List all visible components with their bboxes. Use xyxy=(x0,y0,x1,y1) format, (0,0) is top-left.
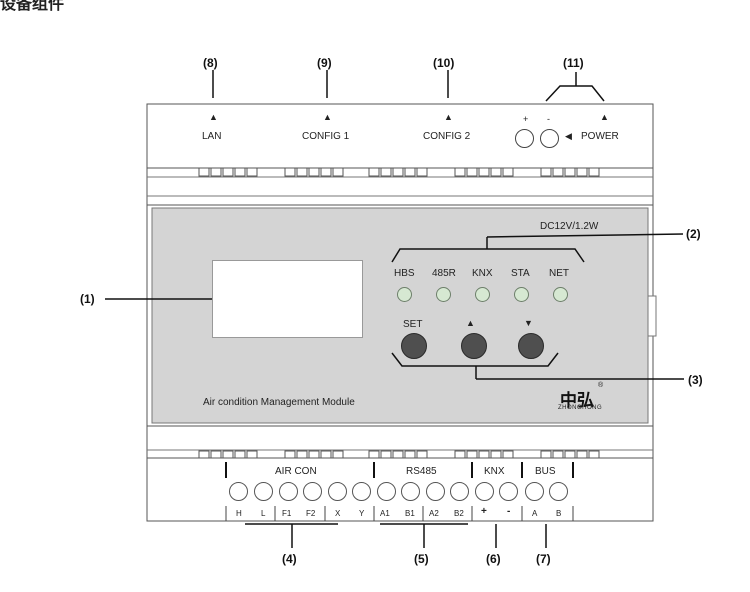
power-minus-terminal[interactable] xyxy=(540,129,559,148)
group-label-bus: BUS xyxy=(535,466,556,477)
terminal-knx-plus[interactable] xyxy=(475,482,494,501)
terminal-knx-minus[interactable] xyxy=(499,482,518,501)
terminal-f1[interactable] xyxy=(279,482,298,501)
config2-arrow-icon: ▲ xyxy=(444,112,453,122)
callout-11: (11) xyxy=(563,56,584,70)
callout-6: (6) xyxy=(486,552,501,566)
lan-port-label: LAN xyxy=(202,131,222,142)
lcd-display xyxy=(212,260,363,338)
lan-arrow-icon: ▲ xyxy=(209,112,218,122)
terminal-label-x: X xyxy=(335,509,341,518)
led-label-hbs: HBS xyxy=(394,268,415,279)
terminal-label-f2: F2 xyxy=(306,509,316,518)
power-plus-terminal[interactable] xyxy=(515,129,534,148)
power-minus-label: - xyxy=(547,114,550,124)
brand-logo: 中弘 xyxy=(560,391,594,411)
led-485r-indicator xyxy=(436,287,451,302)
terminal-b1[interactable] xyxy=(401,482,420,501)
registered-mark: ® xyxy=(598,382,604,389)
terminal-label-b1: B1 xyxy=(405,509,415,518)
config2-port-label: CONFIG 2 xyxy=(423,131,471,142)
group-label-knx: KNX xyxy=(484,466,505,477)
led-label-485r: 485R xyxy=(432,268,456,279)
led-label-knx: KNX xyxy=(472,268,493,279)
callout-3: (3) xyxy=(688,373,703,387)
terminal-bus-b[interactable] xyxy=(549,482,568,501)
terminal-label-minus: - xyxy=(507,506,511,517)
terminal-label-h: H xyxy=(236,509,242,518)
terminal-l[interactable] xyxy=(254,482,273,501)
group-label-rs485: RS485 xyxy=(406,466,437,477)
down-arrow-icon: ▼ xyxy=(524,318,533,328)
terminal-bus-a[interactable] xyxy=(525,482,544,501)
led-sta-indicator xyxy=(514,287,529,302)
terminal-a2[interactable] xyxy=(426,482,445,501)
led-hbs-indicator xyxy=(397,287,412,302)
module-name: Air condition Management Module xyxy=(203,397,355,408)
led-label-sta: STA xyxy=(511,268,530,279)
terminal-b2[interactable] xyxy=(450,482,469,501)
power-label: POWER xyxy=(581,131,619,142)
terminal-label-l: L xyxy=(261,509,266,518)
up-button[interactable] xyxy=(461,333,487,359)
terminal-label-plus: + xyxy=(481,506,487,517)
terminal-label-a: A xyxy=(532,509,538,518)
callout-1: (1) xyxy=(80,292,95,306)
terminal-label-a2: A2 xyxy=(429,509,439,518)
terminal-label-b2: B2 xyxy=(454,509,464,518)
callout-4: (4) xyxy=(282,552,297,566)
terminal-label-b: B xyxy=(556,509,562,518)
callout-10: (10) xyxy=(433,56,455,70)
callout-8: (8) xyxy=(203,56,218,70)
led-knx-indicator xyxy=(475,287,490,302)
terminal-label-f1: F1 xyxy=(282,509,292,518)
terminal-label-a1: A1 xyxy=(380,509,390,518)
page-title: 设备组件 xyxy=(0,0,65,13)
terminal-f2[interactable] xyxy=(303,482,322,501)
terminal-x[interactable] xyxy=(328,482,347,501)
config1-arrow-icon: ▲ xyxy=(323,112,332,122)
set-button[interactable] xyxy=(401,333,427,359)
power-rating: DC12V/1.2W xyxy=(540,221,599,232)
power-plus-label: + xyxy=(523,114,529,124)
callout-5: (5) xyxy=(414,552,429,566)
terminal-a1[interactable] xyxy=(377,482,396,501)
set-button-label: SET xyxy=(403,319,423,330)
terminal-h[interactable] xyxy=(229,482,248,501)
up-arrow-icon: ▲ xyxy=(466,318,475,328)
callout-9: (9) xyxy=(317,56,332,70)
callout-2: (2) xyxy=(686,227,701,241)
power-arrow-icon: ▲ xyxy=(600,112,609,122)
callout-7: (7) xyxy=(536,552,551,566)
terminal-y[interactable] xyxy=(352,482,371,501)
led-label-net: NET xyxy=(549,268,569,279)
brand-subtitle: ZHONGHONG xyxy=(558,405,603,411)
power-pointer-icon: ◀ xyxy=(565,131,572,141)
config1-port-label: CONFIG 1 xyxy=(302,131,350,142)
down-button[interactable] xyxy=(518,333,544,359)
terminal-label-y: Y xyxy=(359,509,365,518)
led-net-indicator xyxy=(553,287,568,302)
group-label-aircon: AIR CON xyxy=(275,466,317,477)
